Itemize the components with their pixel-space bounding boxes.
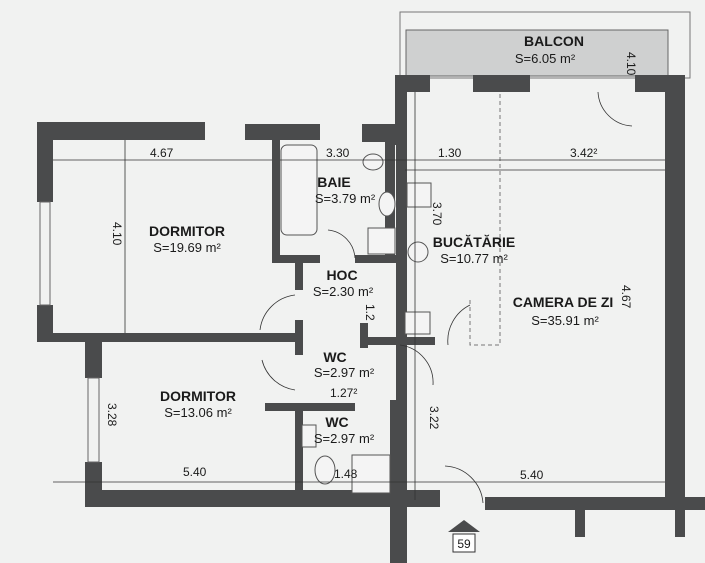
dim-dormitor-height: 4.10 bbox=[110, 222, 124, 246]
room-name-wc: WC bbox=[323, 349, 346, 365]
balcony bbox=[399, 11, 691, 79]
dim-camera-width: 3.42² bbox=[570, 146, 597, 160]
walls bbox=[37, 75, 705, 563]
room-name-camera-de-zi: CAMERA DE ZI bbox=[513, 294, 614, 310]
room-name-baie: BAIE bbox=[317, 174, 350, 190]
sink bbox=[378, 191, 396, 217]
room-name-hoc: HOC bbox=[326, 267, 357, 283]
dim-baie: 3.30 bbox=[326, 146, 350, 160]
room-name-wc-2: WC bbox=[325, 414, 348, 430]
room-area-wc-2: S=2.97 m² bbox=[314, 431, 375, 446]
room-area-baie: S=3.79 m² bbox=[315, 191, 376, 206]
room-name-dormitor: DORMITOR bbox=[149, 223, 225, 239]
dim-dormitor2-width: 5.40 bbox=[183, 465, 207, 479]
room-area-bucatarie: S=10.77 m² bbox=[440, 251, 508, 266]
toilet bbox=[362, 153, 384, 171]
dim-dormitor2-height: 3.28 bbox=[105, 403, 119, 427]
room-area-hoc: S=2.30 m² bbox=[313, 284, 374, 299]
dim-balcon: 4.10 bbox=[624, 52, 638, 76]
entrance-marker: 59 bbox=[448, 520, 480, 553]
wc-toilet bbox=[314, 455, 336, 485]
room-area-balcon: S=6.05 m² bbox=[515, 51, 576, 66]
dim-wc: 1.27² bbox=[330, 386, 357, 400]
dim-camera-height: 4.67 bbox=[619, 285, 633, 309]
room-area-dormitor-2: S=13.06 m² bbox=[164, 405, 232, 420]
room-name-dormitor-2: DORMITOR bbox=[160, 388, 236, 404]
entrance-number: 59 bbox=[457, 537, 471, 551]
room-name-balcon: BALCON bbox=[524, 33, 584, 49]
wc-sink bbox=[301, 424, 317, 448]
room-area-wc: S=2.97 m² bbox=[314, 365, 375, 380]
bathtub bbox=[280, 144, 318, 236]
shower bbox=[351, 454, 391, 494]
sink-round bbox=[407, 241, 429, 263]
stove bbox=[406, 182, 432, 208]
dim-dormitor-width: 4.67 bbox=[150, 146, 174, 160]
room-area-dormitor: S=19.69 m² bbox=[153, 240, 221, 255]
fixtures bbox=[53, 91, 665, 504]
dim-camera-bottom: 5.40 bbox=[520, 468, 544, 482]
room-area-camera-de-zi: S=35.91 m² bbox=[531, 313, 599, 328]
dim-hoc: 1.2 bbox=[363, 304, 377, 321]
dim-hol: 1.30 bbox=[438, 146, 462, 160]
washing-machine bbox=[367, 227, 396, 255]
room-name-bucatarie: BUCĂTĂRIE bbox=[433, 234, 515, 250]
dim-hol-height: 3.22 bbox=[427, 406, 441, 430]
dim-wc2: 1.48 bbox=[334, 467, 358, 481]
dim-bucatarie: 3.70 bbox=[430, 202, 444, 226]
kitchen-sink bbox=[404, 311, 431, 335]
door-swing bbox=[259, 91, 633, 504]
